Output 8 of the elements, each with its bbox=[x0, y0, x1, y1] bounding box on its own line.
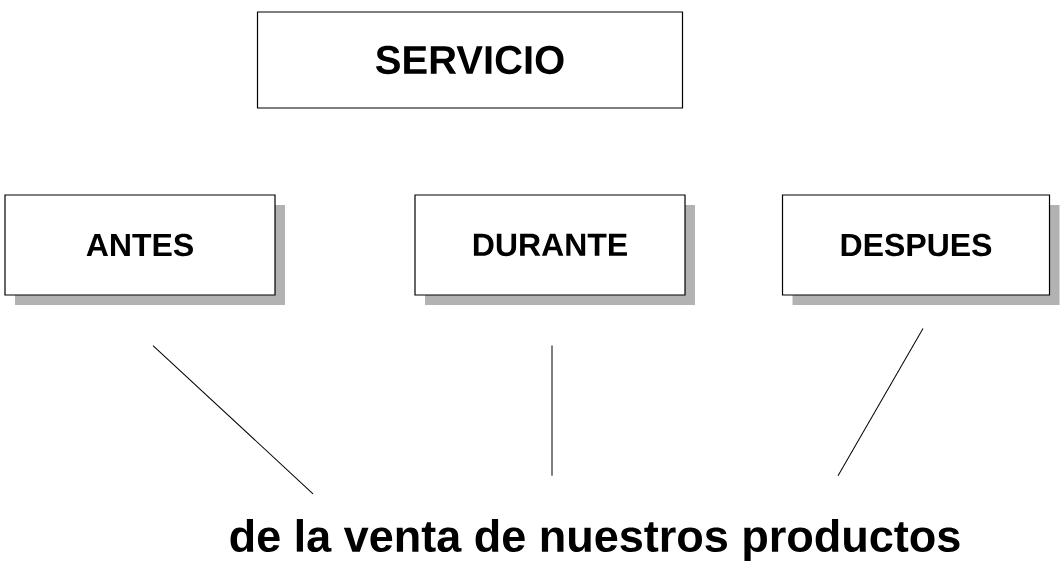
shadow-box: DESPUES bbox=[781, 194, 1060, 305]
connector-line bbox=[551, 345, 553, 477]
shadow-box: DURANTE bbox=[414, 194, 695, 305]
shadow-box: ANTES bbox=[4, 194, 285, 305]
caption-text: de la venta de nuestros productos bbox=[230, 519, 960, 561]
connector-line bbox=[837, 328, 924, 477]
title-box: SERVICIO bbox=[256, 11, 684, 109]
connector-line bbox=[152, 345, 314, 495]
